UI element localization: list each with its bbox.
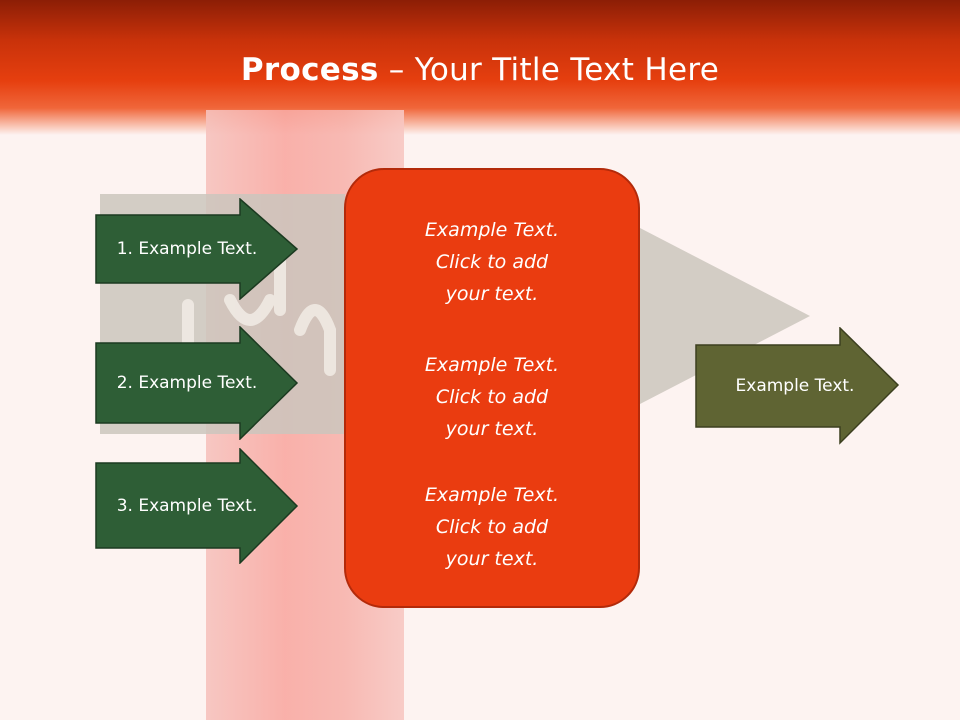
center-text-line: Example Text. (424, 484, 560, 506)
left-arrow-1-shape (95, 198, 299, 300)
center-text-block-2: Example Text. Click to add your text. (346, 349, 638, 445)
title-bold: Process (240, 52, 379, 88)
left-arrow-1[interactable] (95, 198, 299, 300)
slide-title[interactable]: Process – Your Title Text Here (0, 52, 960, 88)
left-arrow-1-label: 1. Example Text. (116, 239, 258, 259)
background-sign-tip (640, 228, 810, 404)
right-arrow[interactable] (695, 327, 900, 445)
center-text-line: Example Text. (424, 354, 560, 376)
left-arrow-2-shape (95, 326, 299, 440)
left-arrow-3-label: 3. Example Text. (116, 495, 258, 516)
left-arrow-3[interactable] (95, 448, 299, 564)
center-text-block-1: Example Text. Click to add your text. (346, 214, 638, 310)
left-arrow-2[interactable] (95, 326, 299, 440)
right-arrow-shape (695, 327, 900, 445)
center-text-line: Example Text. (424, 219, 560, 241)
center-text-line: your text. (445, 548, 539, 570)
center-text-line: Click to add (435, 251, 549, 273)
left-arrow-2-label: 2. Example Text. (116, 373, 258, 393)
center-text-line: Click to add (435, 516, 549, 538)
title-rest: – Your Title Text Here (378, 52, 720, 88)
title-bar (0, 0, 960, 135)
right-arrow-label: Example Text. (735, 376, 855, 396)
center-text-line: your text. (445, 283, 539, 305)
center-text-box[interactable]: Example Text. Click to add your text. Ex… (344, 168, 640, 608)
left-arrow-3-shape (95, 448, 299, 564)
center-text-block-3: Example Text. Click to add your text. (346, 479, 638, 575)
center-text-line: your text. (445, 418, 539, 440)
center-text-line: Click to add (435, 386, 549, 408)
